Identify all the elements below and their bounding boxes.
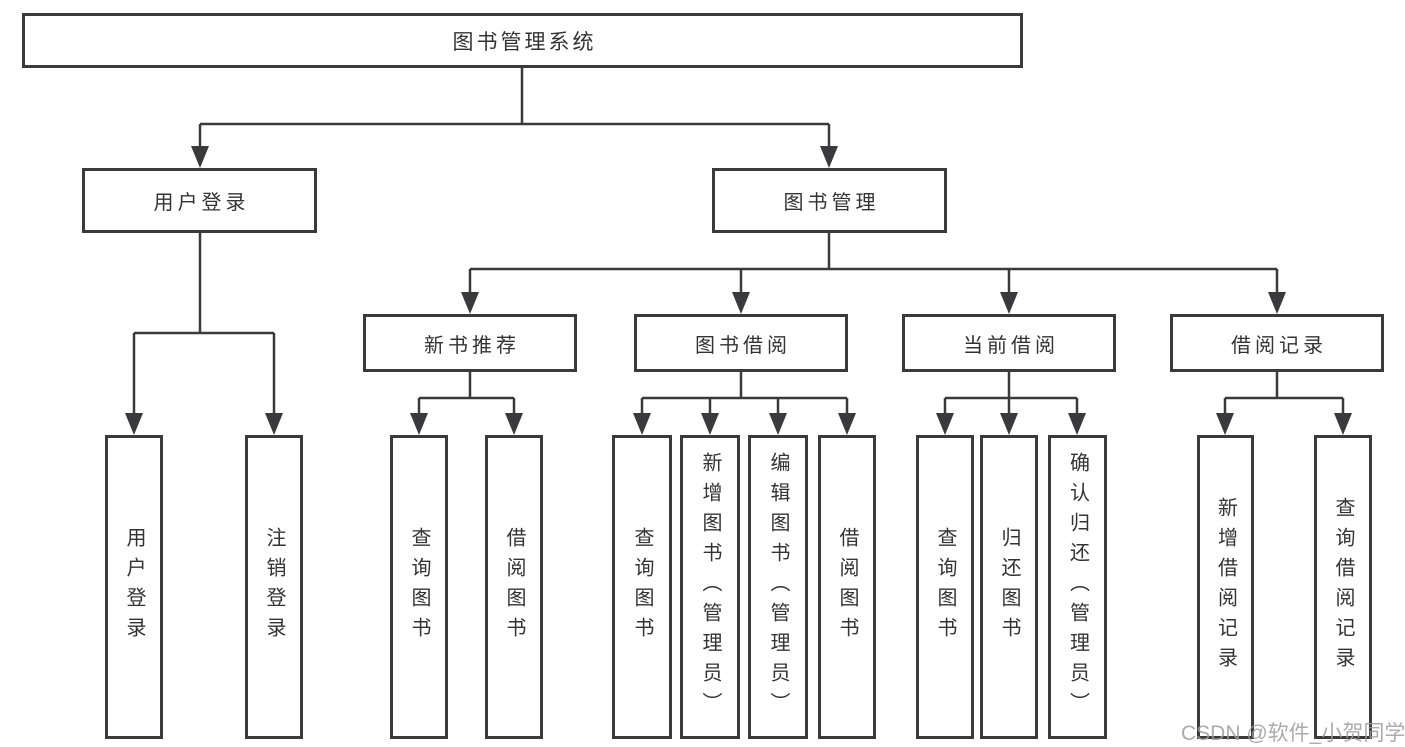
arrowhead-icon	[505, 413, 523, 435]
arrowhead-icon	[732, 292, 750, 314]
node-leaf-query-books-3: 查询图书	[916, 435, 974, 739]
arrowhead-icon	[1000, 292, 1018, 314]
arrowhead-icon	[410, 413, 428, 435]
csdn-watermark: CSDN @软件_小贺同学	[1181, 722, 1405, 745]
connector-current-borrow-to-leaves	[936, 372, 1086, 435]
node-leaf-add-book-admin: 新增图书（管理员）	[680, 435, 740, 739]
arrowhead-icon	[838, 413, 856, 435]
connector-user-login-to-leaves	[125, 233, 283, 435]
node-library-system-label: 图书管理系统	[452, 30, 597, 54]
node-leaf-edit-book-admin: 编辑图书（管理员）	[748, 435, 808, 739]
connector-borrow-records-to-leaves	[1216, 372, 1352, 435]
node-borrowing-records: 借阅记录	[1170, 314, 1384, 372]
node-leaf-borrow-books-1: 借阅图书	[485, 435, 543, 739]
node-user-login-label: 用户登录	[153, 192, 250, 214]
arrowhead-icon	[125, 413, 143, 435]
node-leaf-user-login-label: 用户登录	[123, 527, 145, 647]
node-leaf-add-book-admin-label: 新增图书（管理员）	[699, 452, 721, 722]
arrowhead-icon	[820, 146, 838, 168]
arrowhead-icon	[633, 413, 651, 435]
node-leaf-add-borrow-record-label: 新增借阅记录	[1214, 497, 1237, 677]
node-leaf-logout-label: 注销登录	[263, 527, 285, 647]
arrowhead-icon	[1334, 413, 1352, 435]
node-leaf-borrow-books-1-label: 借阅图书	[503, 527, 525, 647]
arrowhead-icon	[769, 413, 787, 435]
connector-new-books-to-leaves	[410, 372, 523, 435]
node-book-borrowing-label: 图书借阅	[695, 334, 791, 357]
arrowhead-icon	[1216, 413, 1234, 435]
connector-root-to-level2	[191, 68, 838, 168]
arrowhead-icon	[1268, 292, 1286, 314]
node-leaf-confirm-return-admin-label: 确认归还（管理员）	[1066, 452, 1089, 722]
node-current-borrowing-label: 当前借阅	[963, 334, 1059, 357]
node-borrowing-records-label: 借阅记录	[1231, 334, 1327, 357]
node-book-management: 图书管理	[712, 168, 947, 233]
node-leaf-return-books: 归还图书	[980, 435, 1038, 739]
node-new-book-recommend: 新书推荐	[363, 314, 577, 372]
node-new-book-recommend-label: 新书推荐	[424, 334, 520, 357]
node-library-system: 图书管理系统	[22, 13, 1023, 68]
node-leaf-query-books-2-label: 查询图书	[631, 527, 653, 647]
node-leaf-borrow-books-2: 借阅图书	[818, 435, 876, 739]
node-book-management-label: 图书管理	[783, 192, 880, 214]
node-leaf-query-borrow-record: 查询借阅记录	[1314, 435, 1372, 739]
arrowhead-icon	[701, 413, 719, 435]
node-leaf-query-borrow-record-label: 查询借阅记录	[1332, 497, 1354, 677]
node-leaf-query-books-3-label: 查询图书	[934, 527, 956, 647]
arrowhead-icon	[1000, 413, 1018, 435]
node-leaf-query-books-2: 查询图书	[612, 435, 672, 739]
node-leaf-query-books-1: 查询图书	[390, 435, 448, 739]
arrowhead-icon	[936, 413, 954, 435]
node-leaf-edit-book-admin-label: 编辑图书（管理员）	[767, 452, 789, 722]
node-leaf-logout: 注销登录	[245, 435, 303, 739]
arrowhead-icon	[1068, 413, 1086, 435]
connector-book-mgmt-to-level3	[461, 233, 1286, 314]
node-user-login: 用户登录	[82, 168, 317, 233]
node-leaf-user-login: 用户登录	[105, 435, 163, 739]
node-leaf-add-borrow-record: 新增借阅记录	[1197, 435, 1254, 739]
node-current-borrowing: 当前借阅	[902, 314, 1116, 372]
node-leaf-borrow-books-2-label: 借阅图书	[836, 527, 858, 647]
node-leaf-query-books-1-label: 查询图书	[408, 527, 430, 647]
arrowhead-icon	[265, 413, 283, 435]
node-leaf-return-books-label: 归还图书	[998, 527, 1020, 647]
arrowhead-icon	[191, 146, 209, 168]
node-book-borrowing: 图书借阅	[634, 314, 848, 372]
connector-book-borrow-to-leaves	[633, 372, 856, 435]
arrowhead-icon	[461, 292, 479, 314]
node-leaf-confirm-return-admin: 确认归还（管理员）	[1048, 435, 1107, 739]
